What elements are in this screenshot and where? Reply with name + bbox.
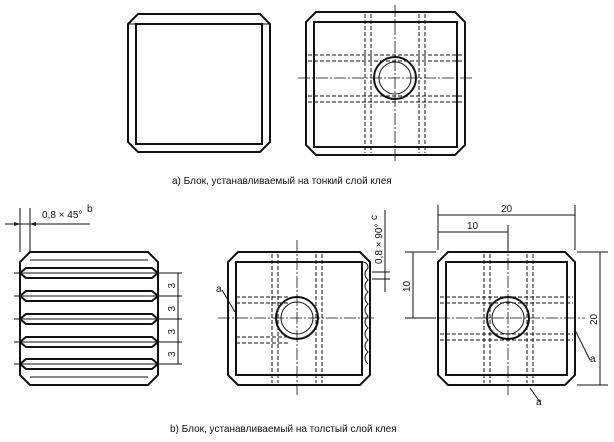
block-b-grooved-side-view — [5, 208, 182, 386]
block-b-hole-view — [218, 210, 390, 395]
dim-pitch-label: 3 — [167, 329, 178, 335]
dim-pitch-label: 3 — [167, 351, 178, 357]
dim-width-total: 20 — [501, 204, 513, 215]
chamfer-90-label: 0,8 × 90° — [374, 224, 385, 264]
dim-width-half: 10 — [467, 221, 479, 232]
dim-height-total: 20 — [589, 313, 600, 325]
block-a-plain-view — [127, 13, 271, 153]
callout-a-bottom: a — [536, 397, 542, 408]
dim-pitch-label: 3 — [167, 306, 178, 312]
chamfer-90-note: c — [369, 215, 380, 220]
block-a-hole-view — [298, 5, 473, 163]
chamfer-45-note: b — [87, 204, 93, 215]
callout-a-middle: a — [216, 284, 222, 295]
callout-a-right: a — [590, 354, 596, 365]
caption-b: b) Блок, устанавливаемый на толстый слой… — [170, 424, 397, 435]
dim-pitch-label: 3 — [167, 283, 178, 289]
block-b-dimensioned-view — [405, 205, 608, 403]
chamfer-45-label: 0,8 × 45° — [42, 210, 82, 221]
dim-height-half: 10 — [402, 280, 413, 292]
caption-a: a) Блок, устанавливаемый на тонкий слой … — [172, 176, 392, 187]
